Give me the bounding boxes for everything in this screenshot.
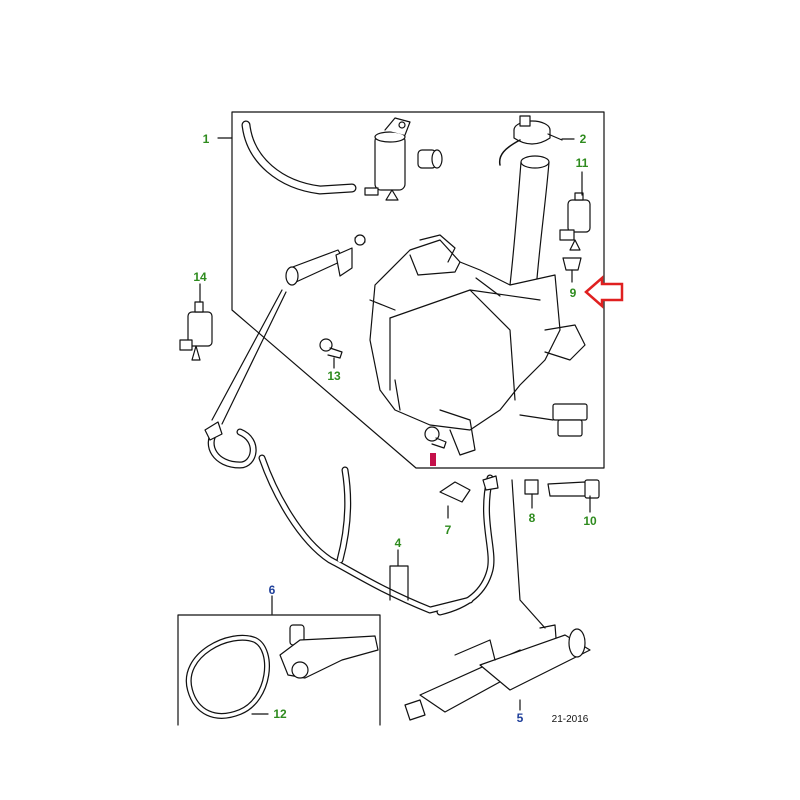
clip-7 [439, 481, 471, 503]
level-sensor [519, 403, 588, 437]
reservoir-frame [231, 111, 605, 469]
bolt-reservoir [424, 426, 447, 449]
grommet-8 [524, 479, 539, 495]
highlight-arrow [584, 275, 624, 309]
actuator-5 [404, 624, 591, 721]
bolt-13 [319, 338, 343, 359]
callout-1: 1 [203, 132, 210, 146]
jet-subframe [279, 624, 379, 679]
highlight-marker [430, 453, 436, 466]
callout-2: 2 [580, 132, 587, 146]
callout-6: 6 [269, 583, 276, 597]
callout-9: 9 [570, 286, 577, 300]
pump-top [364, 117, 411, 201]
callout-11: 11 [576, 156, 589, 170]
pump-14 [179, 301, 213, 361]
callout-13: 13 [327, 369, 341, 383]
callout-7: 7 [445, 523, 452, 537]
washer-jet [285, 234, 366, 286]
filler-cap [498, 115, 563, 166]
seal-ring-12 [185, 634, 270, 719]
filler-neck [509, 155, 550, 291]
callout-12: 12 [273, 707, 287, 721]
connector-10 [547, 479, 600, 499]
grommet [417, 149, 443, 169]
reference-code: 21-2016 [552, 714, 589, 725]
callout-10: 10 [583, 514, 597, 528]
reservoir-body [369, 234, 586, 456]
seal-9 [562, 257, 582, 271]
callout-14: 14 [193, 270, 207, 284]
subframe-6 [177, 614, 381, 726]
callout-4: 4 [395, 536, 402, 550]
pump-11 [559, 192, 591, 251]
callout-8: 8 [529, 511, 536, 525]
callout-5: 5 [517, 711, 524, 725]
